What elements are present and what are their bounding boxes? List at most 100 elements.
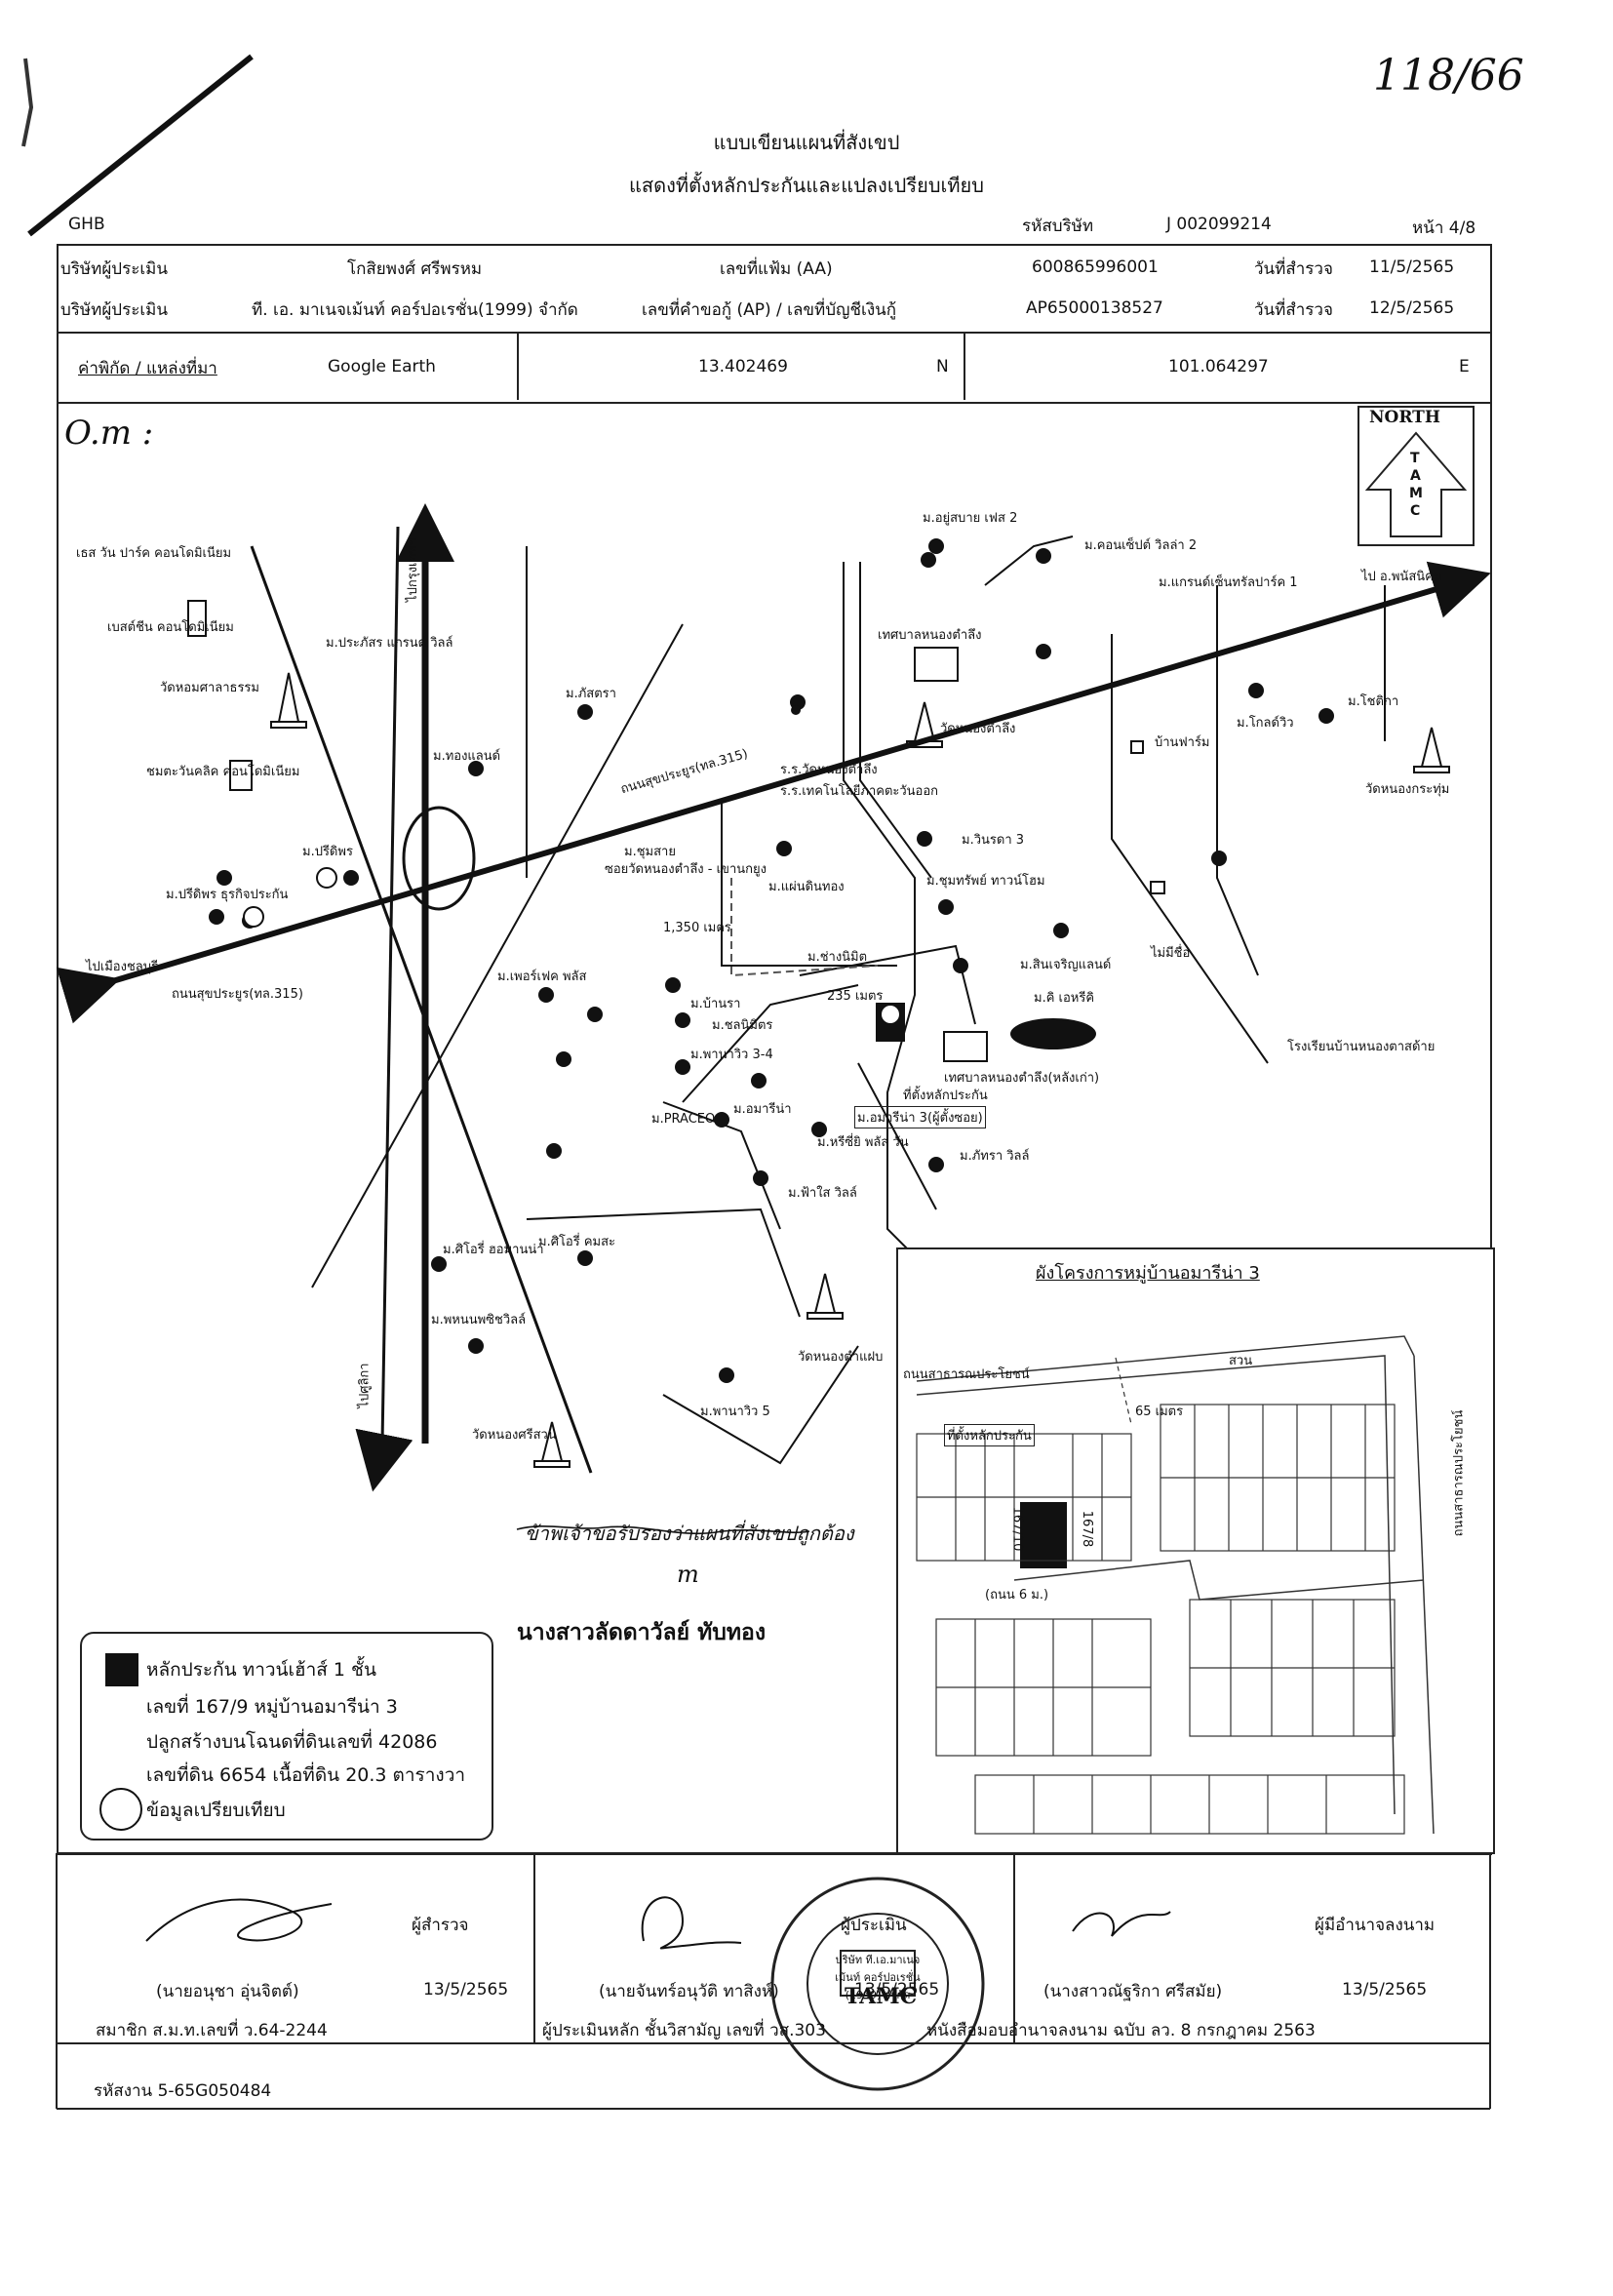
- map-label: ม.ชลนิมิตร: [712, 1018, 773, 1033]
- signer-role: ผู้มีอำนาจลงนาม: [1315, 1916, 1436, 1935]
- map-label: 1,350 เมตร: [663, 921, 731, 935]
- info-row1-value: โกสิยพงศ์ ศรีพรหม: [347, 259, 483, 279]
- map-label: ไปกรุงเทพฯ: [405, 538, 420, 602]
- info-table: [57, 244, 1492, 404]
- appraiser-license: ผู้ประเมินหลัก ชั้นวิสามัญ เลขที่ วส.303: [542, 2021, 826, 2040]
- map-label: วัดหนองตำแฝบ: [798, 1350, 884, 1365]
- handwritten-number: 118/66: [1373, 51, 1524, 100]
- map-label: ม.วินรดา 3: [962, 833, 1025, 848]
- map-label: ม.พานาวิว 3-4: [690, 1048, 773, 1062]
- map-label: ม.บ้านรา: [690, 997, 741, 1011]
- inset-road-side: ถนนสาธารณประโยชน์: [1451, 1409, 1467, 1537]
- map-label: ม.คอนเซ็ปต์ วิลล่า 2: [1084, 538, 1198, 553]
- page-title: แบบเขียนแผนที่สังเขป: [713, 131, 900, 154]
- legend-comparison: ข้อมูลเปรียบเทียบ: [146, 1800, 286, 1821]
- collateral-swatch-icon: [105, 1653, 138, 1686]
- signer-authorization: หนังสือมอบอำนาจลงนาม ฉบับ ลว. 8 กรกฎาคม …: [926, 2021, 1316, 2040]
- map-label: โรงเรียนบ้านหนองตาสด้าย: [1287, 1040, 1436, 1054]
- comparison-circle-icon: [99, 1788, 142, 1831]
- map-label: ไม่มีชื่อ: [1151, 946, 1191, 961]
- coords-label: ค่าพิกัด / แหล่งที่มา: [78, 359, 217, 378]
- map-label: ไปเมืองชลบุรี: [86, 960, 158, 974]
- surveyor-role: ผู้สำรวจ: [412, 1916, 469, 1935]
- map-handwritten-label: O.m :: [64, 414, 154, 453]
- coords-lat-dir: N: [936, 357, 949, 376]
- map-label: ซอยวัดหนองตำลึง - เขานกยูง: [605, 862, 767, 877]
- info-row2-date-label: วันที่สำรวจ: [1254, 300, 1333, 320]
- page-subtitle: แสดงที่ตั้งหลักประกันและแปลงเปรียบเทียบ: [629, 174, 984, 197]
- coords-lon: 101.064297: [1168, 357, 1269, 376]
- inset-road-top: ถนนสาธารณประโยชน์: [903, 1367, 1030, 1382]
- info-row2-value: ที. เอ. มาเนจเม้นท์ คอร์ปอเรชั่น(1999) จ…: [252, 300, 578, 320]
- map-label: ร.ร.เทคโนโลยีภาคตะวันออก: [780, 784, 939, 799]
- map-label: เทศบาลหนองตำลึง(หลังเก่า): [944, 1071, 1100, 1086]
- info-row2-mid-label: เลขที่คำขอกู้ (AP) / เลขที่บัญชีเงินกู้: [642, 300, 897, 320]
- info-row1-date: 11/5/2565: [1369, 257, 1455, 277]
- north-letter-c: C: [1410, 503, 1421, 519]
- legend-collateral-4: เลขที่ดิน 6654 เนื้อที่ดิน 20.3 ตารางวา: [146, 1764, 466, 1786]
- company-stamp-text: บริษัท ที.เอ.มาเนจเม้นท์ คอร์ปอเรชั่น (1…: [835, 1954, 921, 2001]
- surveyor-member: สมาชิก ส.ม.ท.เลขที่ ว.64-2244: [96, 2021, 328, 2040]
- inset-title: ผังโครงการหมู่บ้านอมารีน่า 3: [1036, 1263, 1260, 1284]
- company-code: J 002099214: [1166, 215, 1272, 234]
- legend-box: หลักประกัน ทาวน์เฮ้าส์ 1 ชั้น เลขที่ 167…: [80, 1632, 493, 1841]
- map-label: 235 เมตร: [827, 989, 884, 1004]
- info-row1-label: บริษัทผู้ประเมิน: [60, 259, 168, 279]
- map-label: ม.อมารีน่า 3(ผู้ตั้งซอย): [854, 1106, 986, 1128]
- map-label: ม.ทองแลนด์: [433, 749, 501, 764]
- corner-marks: [21, 54, 254, 237]
- info-row1-date-label: วันที่สำรวจ: [1254, 259, 1333, 279]
- map-label: ม.ชุมสาย: [624, 845, 676, 859]
- inset-distance: 65 เมตร: [1135, 1405, 1184, 1419]
- north-arrow: NORTH T A M C: [1357, 406, 1475, 546]
- handwritten-initial: m: [677, 1561, 699, 1588]
- north-letter-a: A: [1410, 468, 1421, 484]
- map-label: ม.สินเจริญแลนด์: [1020, 958, 1112, 972]
- page-number: หน้า 4/8: [1412, 218, 1476, 238]
- map-label: ม.ศิโอรี่ คมสะ: [538, 1235, 616, 1249]
- map-label: เทศบาลหนองตำลึง: [878, 628, 982, 643]
- map-label: ไป อ.พนัสนิคม: [1361, 570, 1442, 584]
- appraiser-name: (นายจันทร์อนุวัติ ทาสิงห์): [599, 1982, 779, 2001]
- surveyor-date: 13/5/2565: [423, 1980, 509, 1999]
- company-code-label: รหัสบริษัท: [1022, 217, 1094, 236]
- map-label: ถนนสุขประยูร(ทล.315): [172, 987, 303, 1002]
- info-row2-label: บริษัทผู้ประเมิน: [60, 300, 168, 320]
- appraiser-date: 13/5/2565: [854, 1980, 940, 1999]
- map-label: ม.ภัทรา วิลล์: [960, 1149, 1030, 1164]
- inset-lot-right: 167/8: [1080, 1510, 1095, 1548]
- map-label: ม.ศิโอรี่ ฮอมานน่า: [443, 1243, 544, 1257]
- map-label: ม.ประภัสร แกรนด์ วิลล์: [326, 636, 453, 651]
- signer-date: 13/5/2565: [1342, 1980, 1428, 1999]
- map-label: ม.พานาวิว 5: [700, 1405, 770, 1419]
- company-stamp-logo: TAMC: [845, 1984, 918, 2009]
- inset-lot-left: 167/10: [1009, 1506, 1025, 1552]
- map-label: ม.ปรีดิพร ธุรกิจประกัน: [166, 888, 289, 902]
- info-row1-mid-label: เลขที่แฟ้ม (AA): [720, 259, 833, 279]
- map-label: ม.คิ เอหรีคิ: [1034, 991, 1095, 1006]
- map-label: เธส วัน ปาร์ค คอนโดมิเนียม: [76, 546, 232, 561]
- north-letter-m: M: [1409, 486, 1423, 501]
- footer-code: รหัสงาน 5-65G050484: [94, 2081, 272, 2101]
- map-label: ม.อมารีน่า: [733, 1102, 792, 1117]
- bank-label: GHB: [68, 215, 105, 234]
- north-letter-t: T: [1410, 451, 1420, 466]
- map-label: วัดหอมศาลาธรรม: [160, 681, 259, 695]
- map-label: บ้านฟาร์ม: [1155, 735, 1210, 750]
- legend-collateral-2: เลขที่ 167/9 หมู่บ้านอมารีน่า 3: [146, 1696, 398, 1718]
- map-label: ม.โชติกา: [1348, 694, 1399, 709]
- map-label: ม.PRACEO: [651, 1112, 716, 1127]
- map-label: ม.อยู่สบาย เฟส 2: [923, 511, 1018, 526]
- map-label: วัดหนองศรีสวน: [472, 1428, 557, 1443]
- legend-collateral-1: หลักประกัน ทาวน์เฮ้าส์ 1 ชั้น: [146, 1659, 376, 1681]
- map-label: เบสต์ชีน คอนโดมิเนียม: [107, 620, 234, 635]
- info-row1-mid-value: 600865996001: [1032, 257, 1159, 277]
- inset-park: สวน: [1229, 1354, 1253, 1368]
- map-label: ร.ร.วัดหนองตำลึง: [780, 763, 878, 777]
- map-label: ม.ภัสตรา: [566, 687, 616, 701]
- coords-lon-dir: E: [1459, 357, 1470, 376]
- map-label: ม.หรีซี่ยิ พลัส วัน: [817, 1135, 909, 1150]
- surveyor-name: (นายอนุชา อุ่นจิตต์): [156, 1982, 299, 2001]
- inset-collateral-label: ที่ตั้งหลักประกัน: [944, 1424, 1035, 1446]
